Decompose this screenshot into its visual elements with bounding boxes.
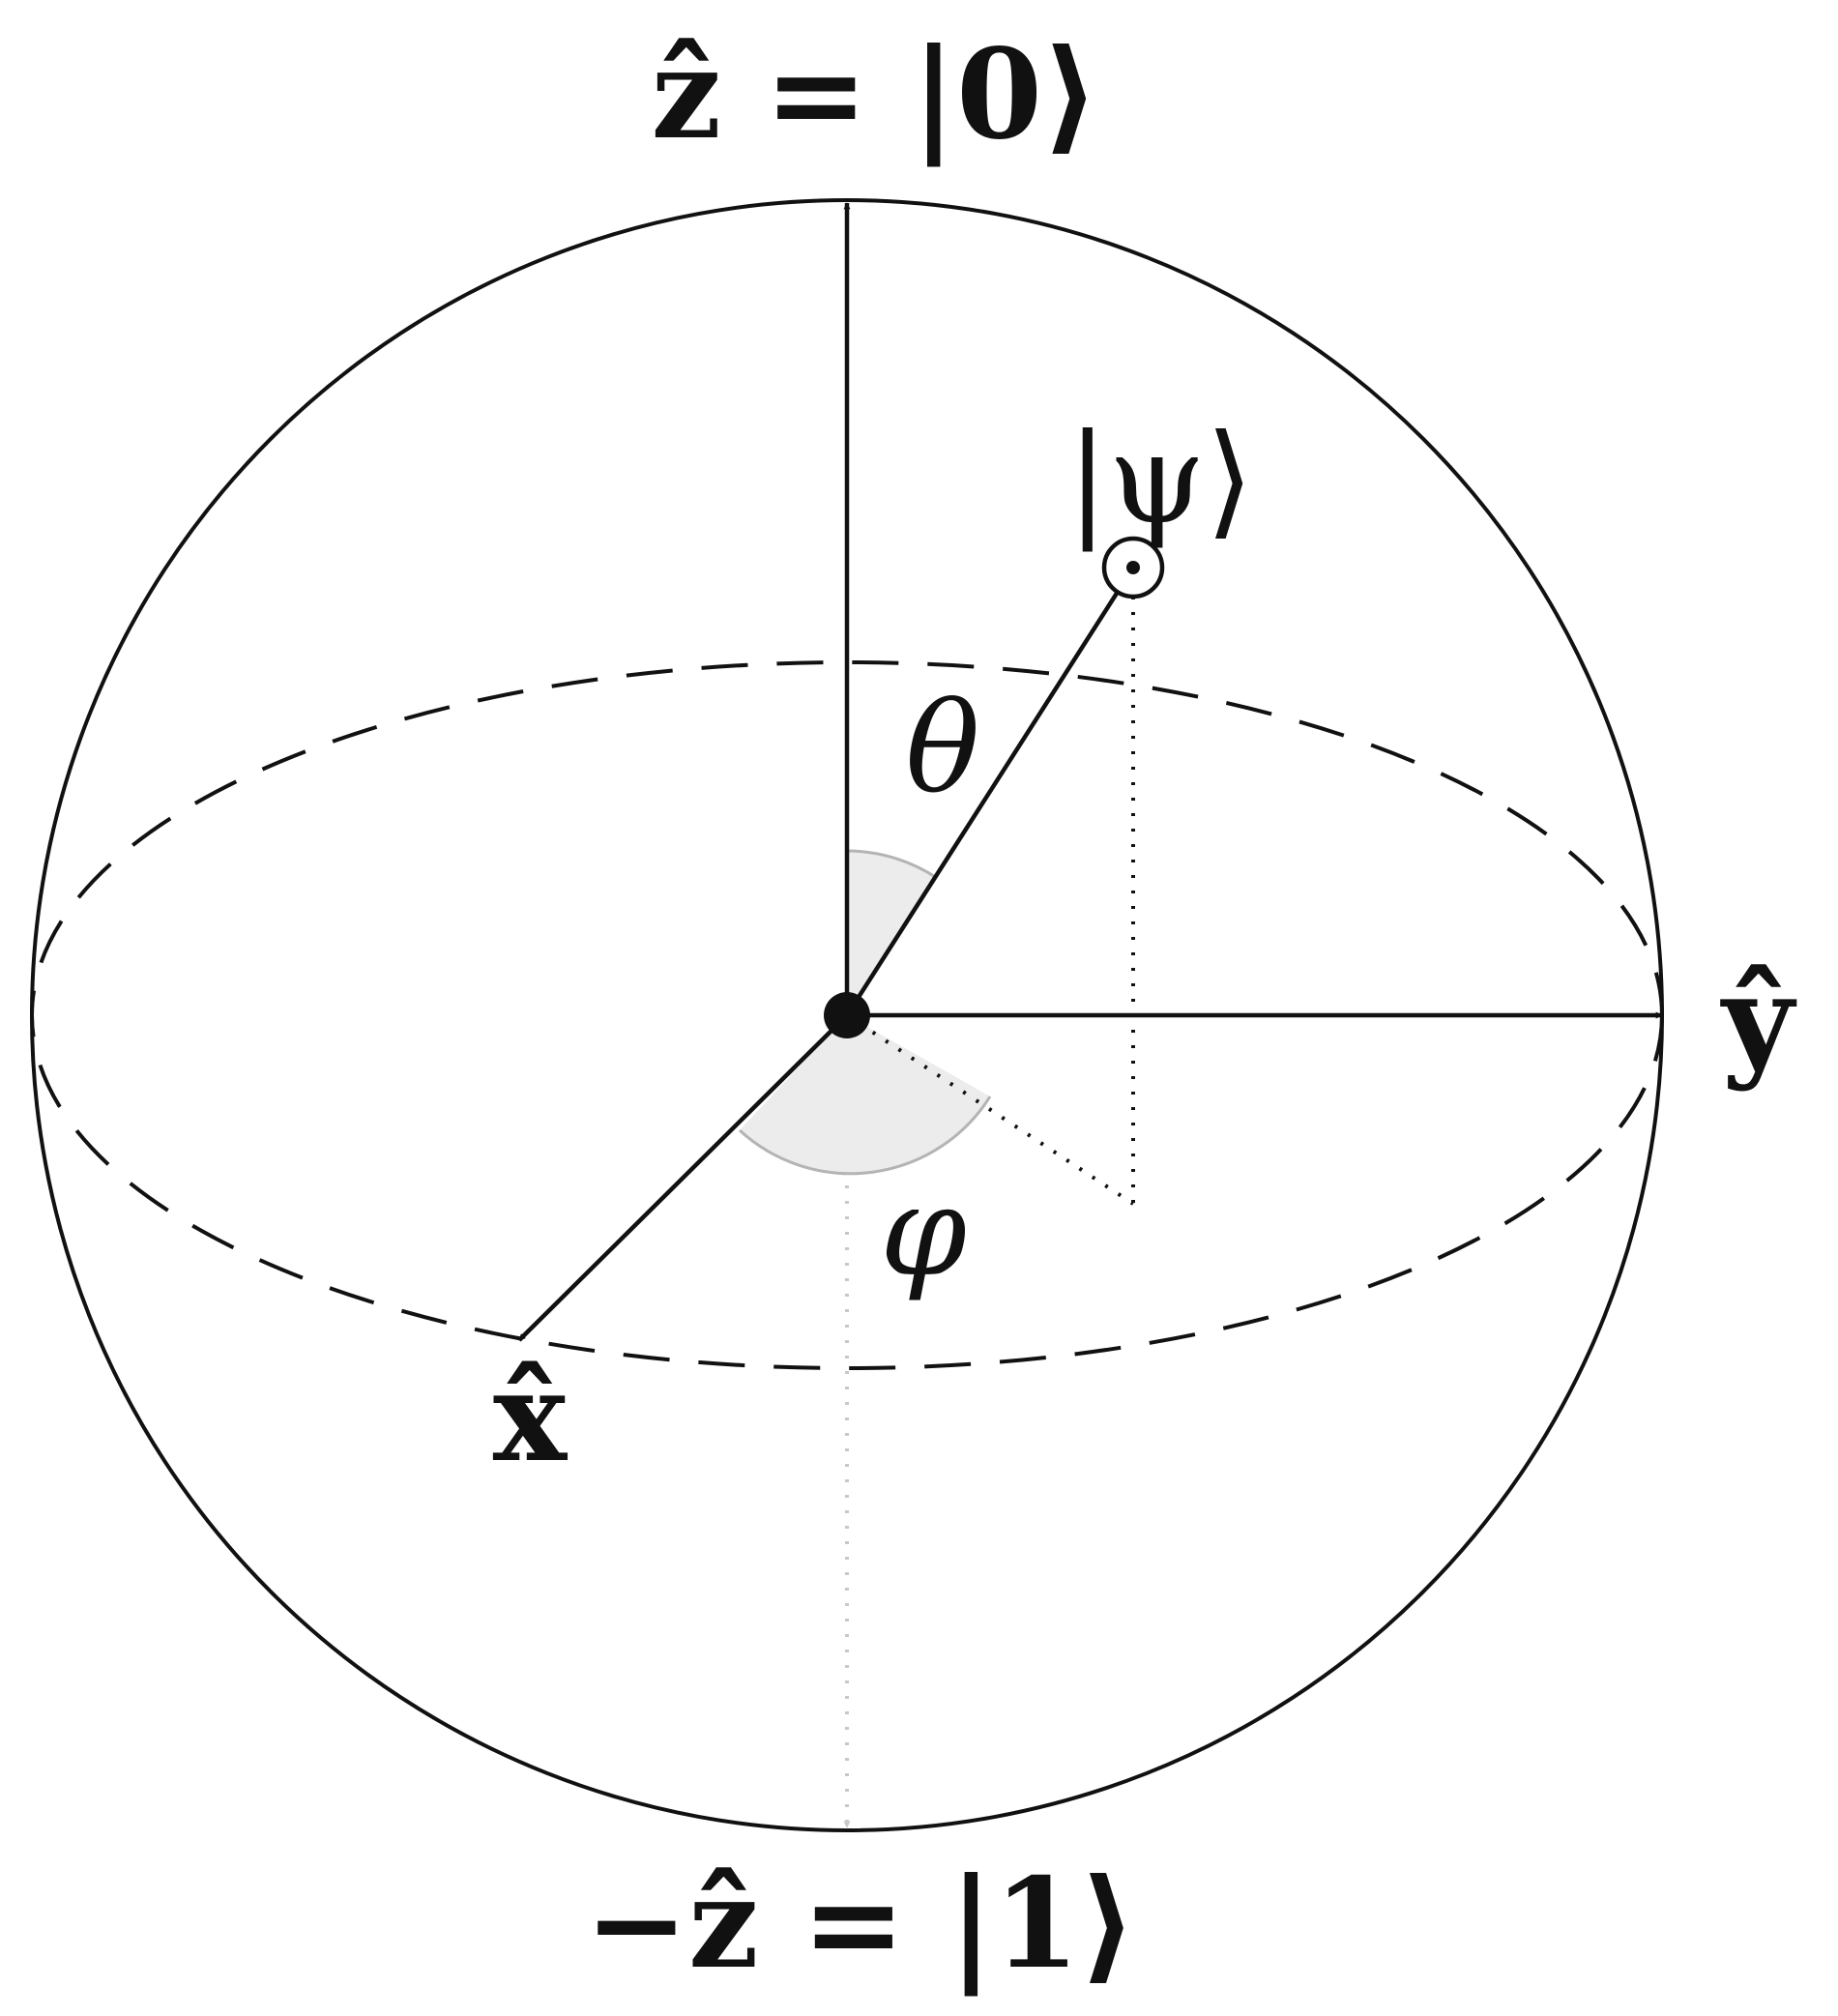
phi-angle-arc <box>738 1096 992 1176</box>
psi-ket-label: |ψ⟩ <box>1066 408 1253 552</box>
theta-label: θ <box>905 677 979 821</box>
state-vector <box>845 590 1120 1017</box>
z-top-label: ẑ = |0⟩ <box>651 22 1098 167</box>
origin-dot <box>824 992 870 1038</box>
state-point-dot <box>1126 561 1140 574</box>
theta-angle-arc <box>846 849 938 880</box>
projection-equatorial-dotted <box>845 1013 1135 1206</box>
x-axis-arrow <box>517 1013 849 1342</box>
phi-label: φ <box>880 1160 967 1304</box>
phi-angle-wedge <box>740 1015 990 1174</box>
x-axis-label: x̂ <box>493 1345 569 1490</box>
theta-angle-wedge <box>847 851 937 1015</box>
z-bottom-label: −ẑ = |1⟩ <box>585 1852 1136 1997</box>
y-axis-label: ŷ <box>1720 949 1797 1094</box>
